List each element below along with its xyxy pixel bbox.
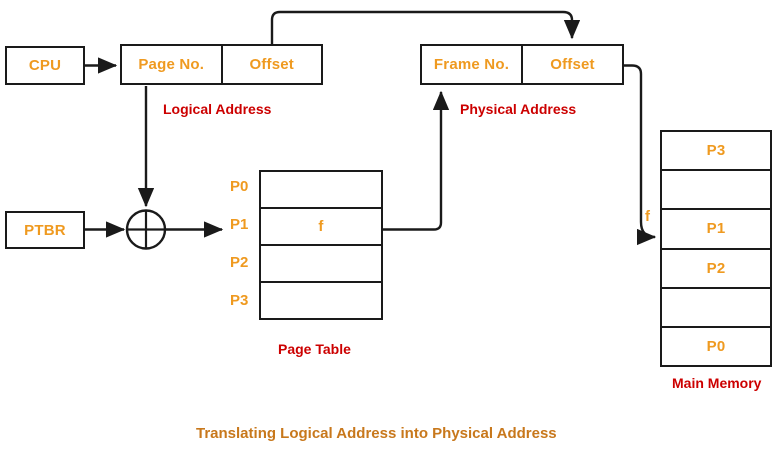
main-memory-row: [662, 289, 770, 328]
main-memory-row: [662, 171, 770, 211]
page-table-tag-p2: P2: [230, 254, 249, 271]
main-memory-cell-value: P1: [706, 220, 726, 238]
main-memory-caption: Main Memory: [672, 375, 762, 391]
page-table-tag-p1: P1: [230, 216, 249, 233]
page-table-row: [261, 172, 381, 209]
logical-address-box: Page No. Offset: [120, 44, 323, 85]
logical-offset-label: Offset: [249, 56, 295, 73]
diagram-caption: Translating Logical Address into Physica…: [196, 425, 557, 442]
frame-number-label: Frame No.: [433, 56, 510, 73]
logical-address-offset-cell: Offset: [223, 46, 322, 83]
wire-physical-to-main-memory: [624, 64, 657, 246]
main-memory-cell-value: P3: [706, 142, 726, 160]
wire-offset-copy: [270, 10, 581, 44]
physical-offset-label: Offset: [550, 56, 595, 73]
physical-address-caption: Physical Address: [460, 101, 577, 117]
cpu-label: CPU: [28, 57, 62, 74]
main-memory-row: P1: [662, 210, 770, 250]
page-number-label: Page No.: [138, 56, 205, 73]
physical-address-offset-cell: Offset: [523, 46, 622, 83]
page-table-caption: Page Table: [278, 341, 351, 357]
main-memory-box: P3 P1 P2 P0: [660, 130, 772, 367]
page-table-row: [261, 246, 381, 283]
main-memory-row: P3: [662, 132, 770, 172]
page-table-box: f: [259, 170, 383, 320]
main-memory-row: P0: [662, 328, 770, 365]
logical-address-caption: Logical Address: [163, 101, 272, 117]
ptbr-box: PTBR: [5, 211, 85, 249]
page-table-cell-value: f: [318, 218, 324, 235]
physical-address-frame-number-cell: Frame No.: [422, 46, 523, 83]
frame-pointer-label: f: [645, 208, 650, 225]
logical-address-page-number-cell: Page No.: [122, 46, 223, 83]
physical-address-box: Frame No. Offset: [420, 44, 624, 85]
adder-circle: [125, 209, 167, 250]
main-memory-cell-value: P2: [706, 259, 726, 277]
page-table-row: [261, 283, 381, 318]
page-table-tag-p0: P0: [230, 178, 249, 195]
cpu-box: CPU: [5, 46, 85, 85]
ptbr-label: PTBR: [24, 221, 66, 239]
page-table-tag-p3: P3: [230, 292, 249, 309]
main-memory-row: P2: [662, 250, 770, 289]
wire-frame-to-physical-address: [383, 90, 450, 231]
page-table-row: f: [261, 209, 381, 246]
main-memory-cell-value: P0: [706, 337, 726, 355]
